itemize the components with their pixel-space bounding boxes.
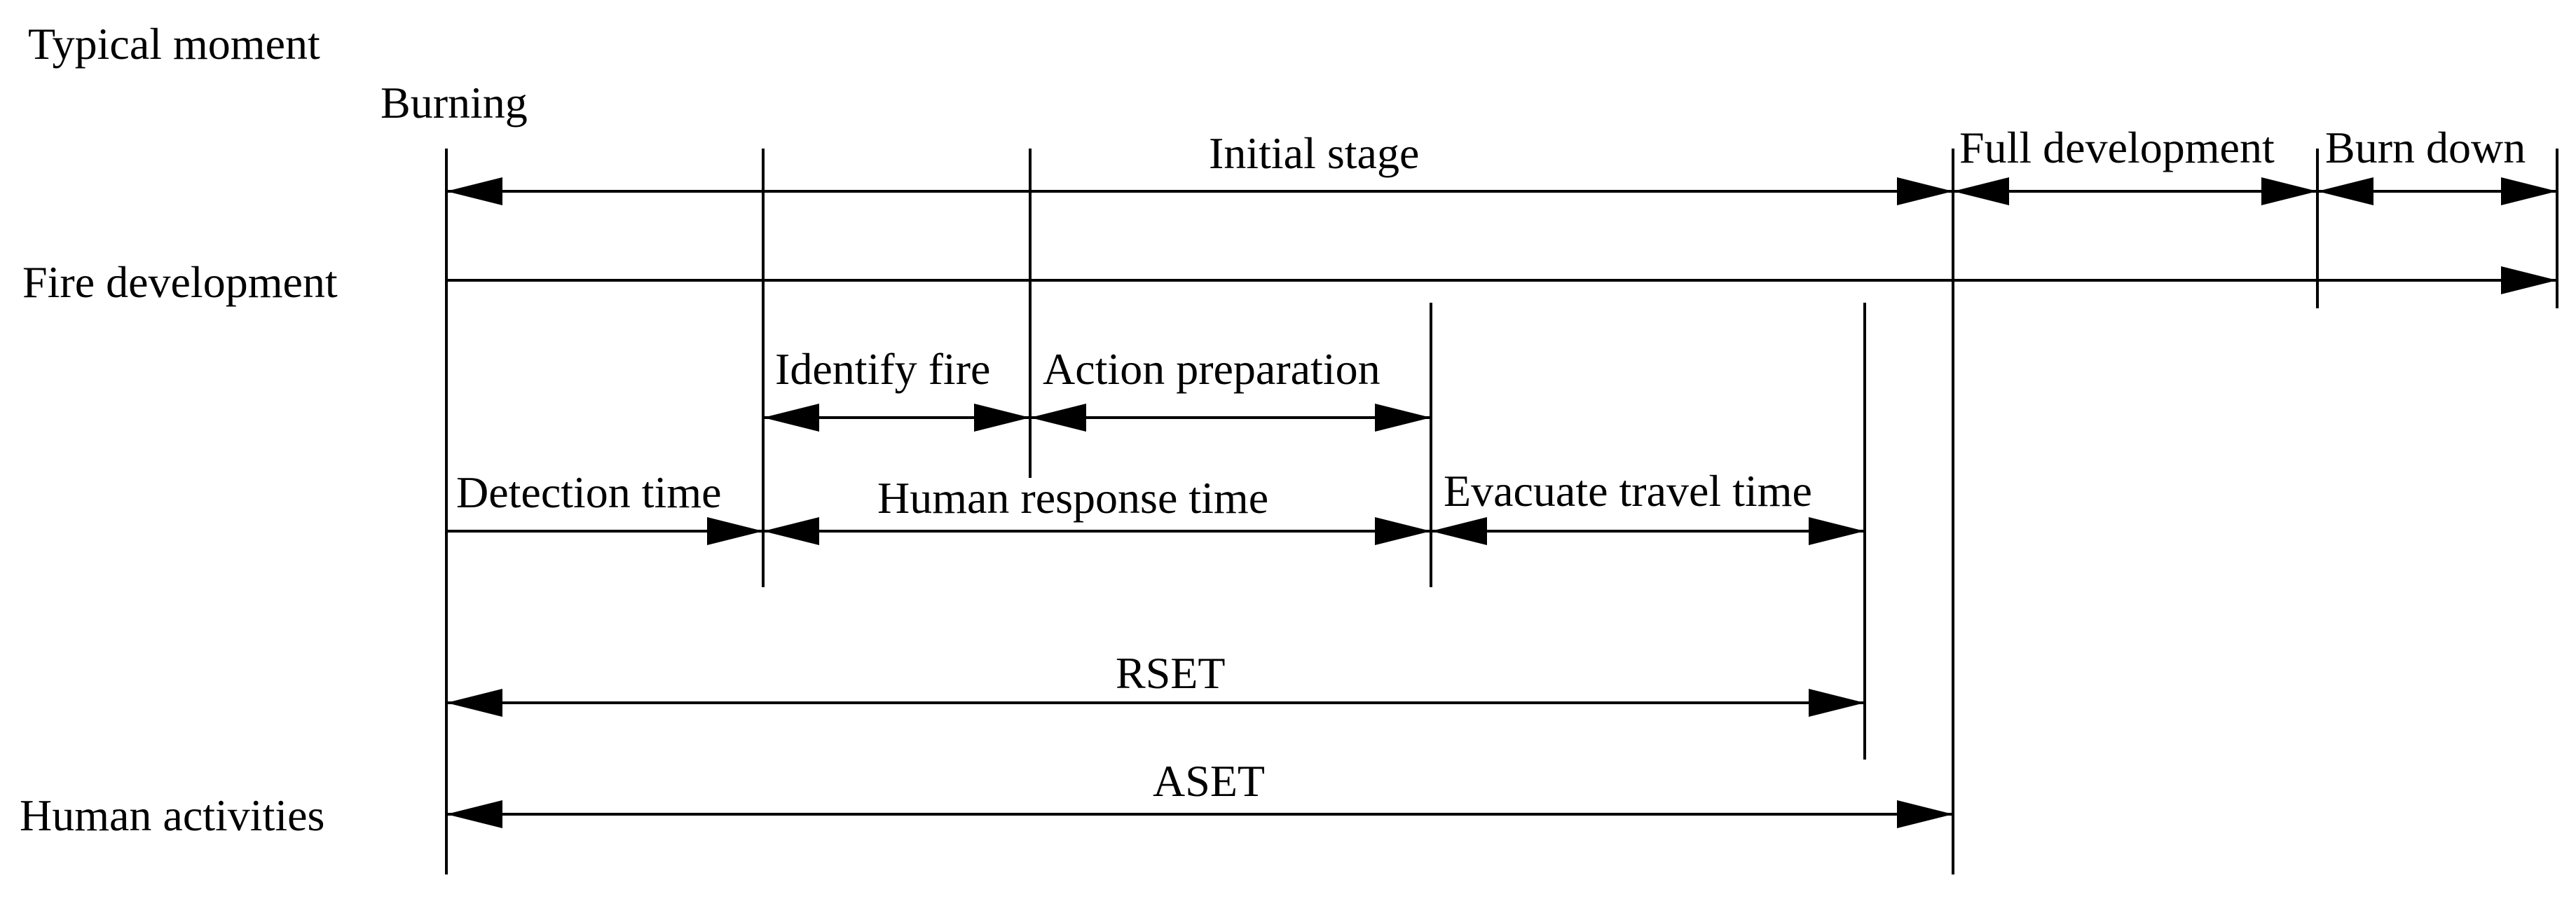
initial-stage-label: Initial stage	[1209, 128, 1419, 178]
identify-fire-label: Identify fire	[775, 344, 990, 394]
row-label-human-activities: Human activities	[20, 790, 324, 840]
burning-label: Burning	[381, 78, 528, 128]
burn-down-label: Burn down	[2325, 123, 2526, 172]
action-preparation-label: Action preparation	[1043, 344, 1381, 394]
aset-label: ASET	[1153, 756, 1265, 806]
evacuate-travel-time-label: Evacuate travel time	[1444, 466, 1812, 516]
row-label-typical-moment: Typical moment	[28, 19, 320, 69]
human-response-time-label: Human response time	[877, 473, 1268, 523]
rset-label: RSET	[1116, 648, 1225, 698]
full-development-label: Full development	[1959, 123, 2275, 172]
detection-time-label: Detection time	[456, 467, 722, 517]
row-label-fire-development: Fire development	[22, 257, 338, 307]
